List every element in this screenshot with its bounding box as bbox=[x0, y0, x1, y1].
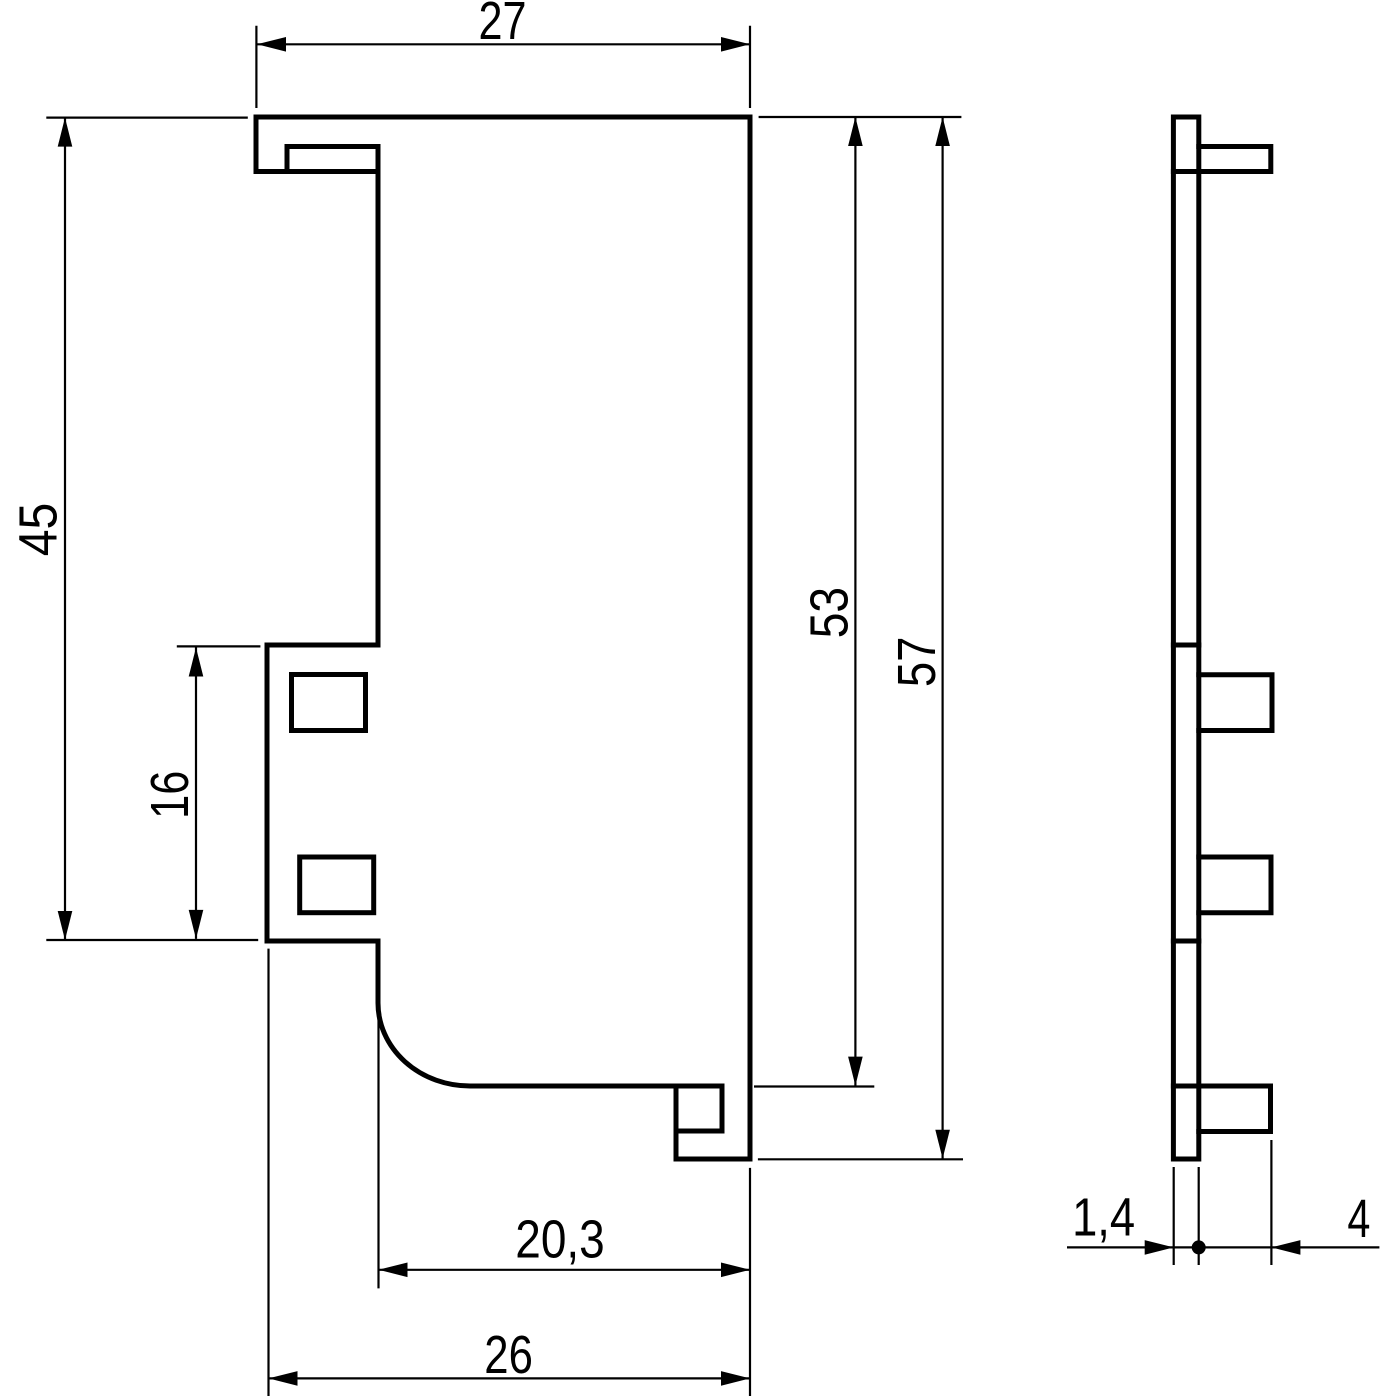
svg-text:4: 4 bbox=[1347, 1189, 1370, 1249]
svg-text:45: 45 bbox=[9, 503, 69, 557]
svg-text:16: 16 bbox=[140, 771, 200, 819]
svg-text:20,3: 20,3 bbox=[515, 1210, 605, 1270]
svg-text:57: 57 bbox=[887, 637, 947, 688]
svg-text:26: 26 bbox=[484, 1325, 533, 1385]
svg-text:27: 27 bbox=[479, 0, 527, 51]
svg-text:1,4: 1,4 bbox=[1072, 1187, 1135, 1247]
svg-text:53: 53 bbox=[799, 587, 859, 638]
